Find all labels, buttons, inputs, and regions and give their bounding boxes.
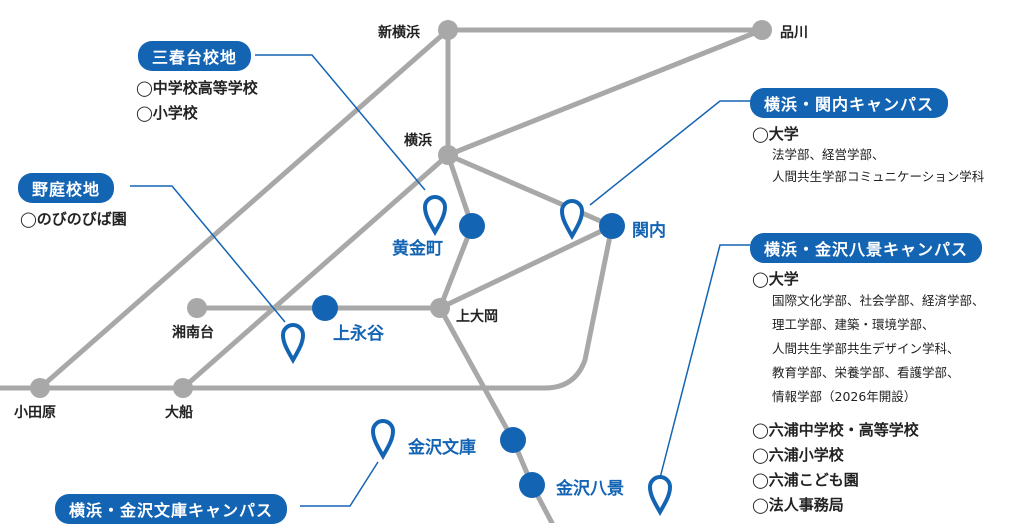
station-kanazawabunko: 金沢文庫 [408,438,476,458]
station-odawara: 小田原 [14,405,56,421]
faculty-line: 理工学部、建築・環境学部、 [772,317,935,332]
pin-icon [647,475,673,516]
station-dot [187,298,207,318]
campus-item: ◯小学校 [136,104,198,122]
campus-label-nobe: 野庭校地 [18,173,115,203]
campus-item: ◯六浦こども園 [752,471,859,489]
rail-line [437,305,555,523]
station-kanazawahakkei: 金沢八景 [556,479,624,499]
pin-icon [422,195,448,236]
station-dot [438,20,458,40]
callout-line [589,100,750,206]
callout-line [300,461,379,507]
campus-item: ◯六浦小学校 [752,446,844,464]
campus-label-hakkei: 横浜・金沢八景キャンパス [750,233,983,263]
callout-line [255,54,426,191]
faculty-line: 国際文化学部、社会学部、経済学部、 [772,293,985,308]
campus-station-dot [312,295,338,321]
rail-line [445,152,615,229]
campus-item: ◯法人事務局 [752,496,844,514]
faculty-line: 情報学部（2026年開設） [772,389,917,404]
pin-icon [559,199,585,240]
station-dot [30,378,50,398]
campus-label-bunko: 横浜・金沢文庫キャンパス [55,494,288,524]
campus-item: ◯六浦中学校・高等学校 [752,421,919,439]
station-dot [430,298,450,318]
station-kaminagaya: 上永谷 [333,324,384,344]
campus-item: ◯のびのびば園 [20,210,127,228]
station-dot [438,145,458,165]
campus-item: ◯中学校高等学校 [136,79,258,97]
faculty-line: 人間共生学部共生デザイン学科、 [772,341,960,356]
callout-line [659,244,750,479]
campus-station-dot [500,427,526,453]
rail-line [445,27,765,158]
station-shonandai: 湘南台 [172,325,214,341]
faculty-line: 人間共生学部コミュニケーション学科 [772,169,985,184]
station-dot [173,378,193,398]
station-shin-yokohama: 新横浜 [378,25,420,41]
station-kannai: 関内 [632,221,666,241]
station-dot [752,20,772,40]
station-kamiooka: 上大岡 [456,309,498,325]
faculty-line: 教育学部、栄養学部、看護学部、 [772,365,960,380]
campus-label-mitsuharudai: 三春台校地 [138,41,252,71]
pin-icon [280,323,306,364]
pin-icon [370,419,396,460]
rail-line [437,223,615,311]
faculty-line: 法学部、経営学部、 [772,147,885,162]
rail-line [0,223,615,391]
station-ofuna: 大船 [165,405,193,421]
campus-station-dot [519,472,545,498]
station-yokohama: 横浜 [404,133,432,149]
campus-station-dot [599,213,625,239]
campus-station-dot [459,213,485,239]
campus-item: ◯大学 [752,125,799,143]
callout-line [130,185,286,323]
campus-item: ◯大学 [752,270,799,288]
campus-label-kannai: 横浜・関内キャンパス [750,88,949,118]
rail-line [37,27,451,391]
station-koganecho: 黄金町 [392,239,443,259]
station-shinagawa: 品川 [780,25,808,41]
rail-line [180,152,451,391]
